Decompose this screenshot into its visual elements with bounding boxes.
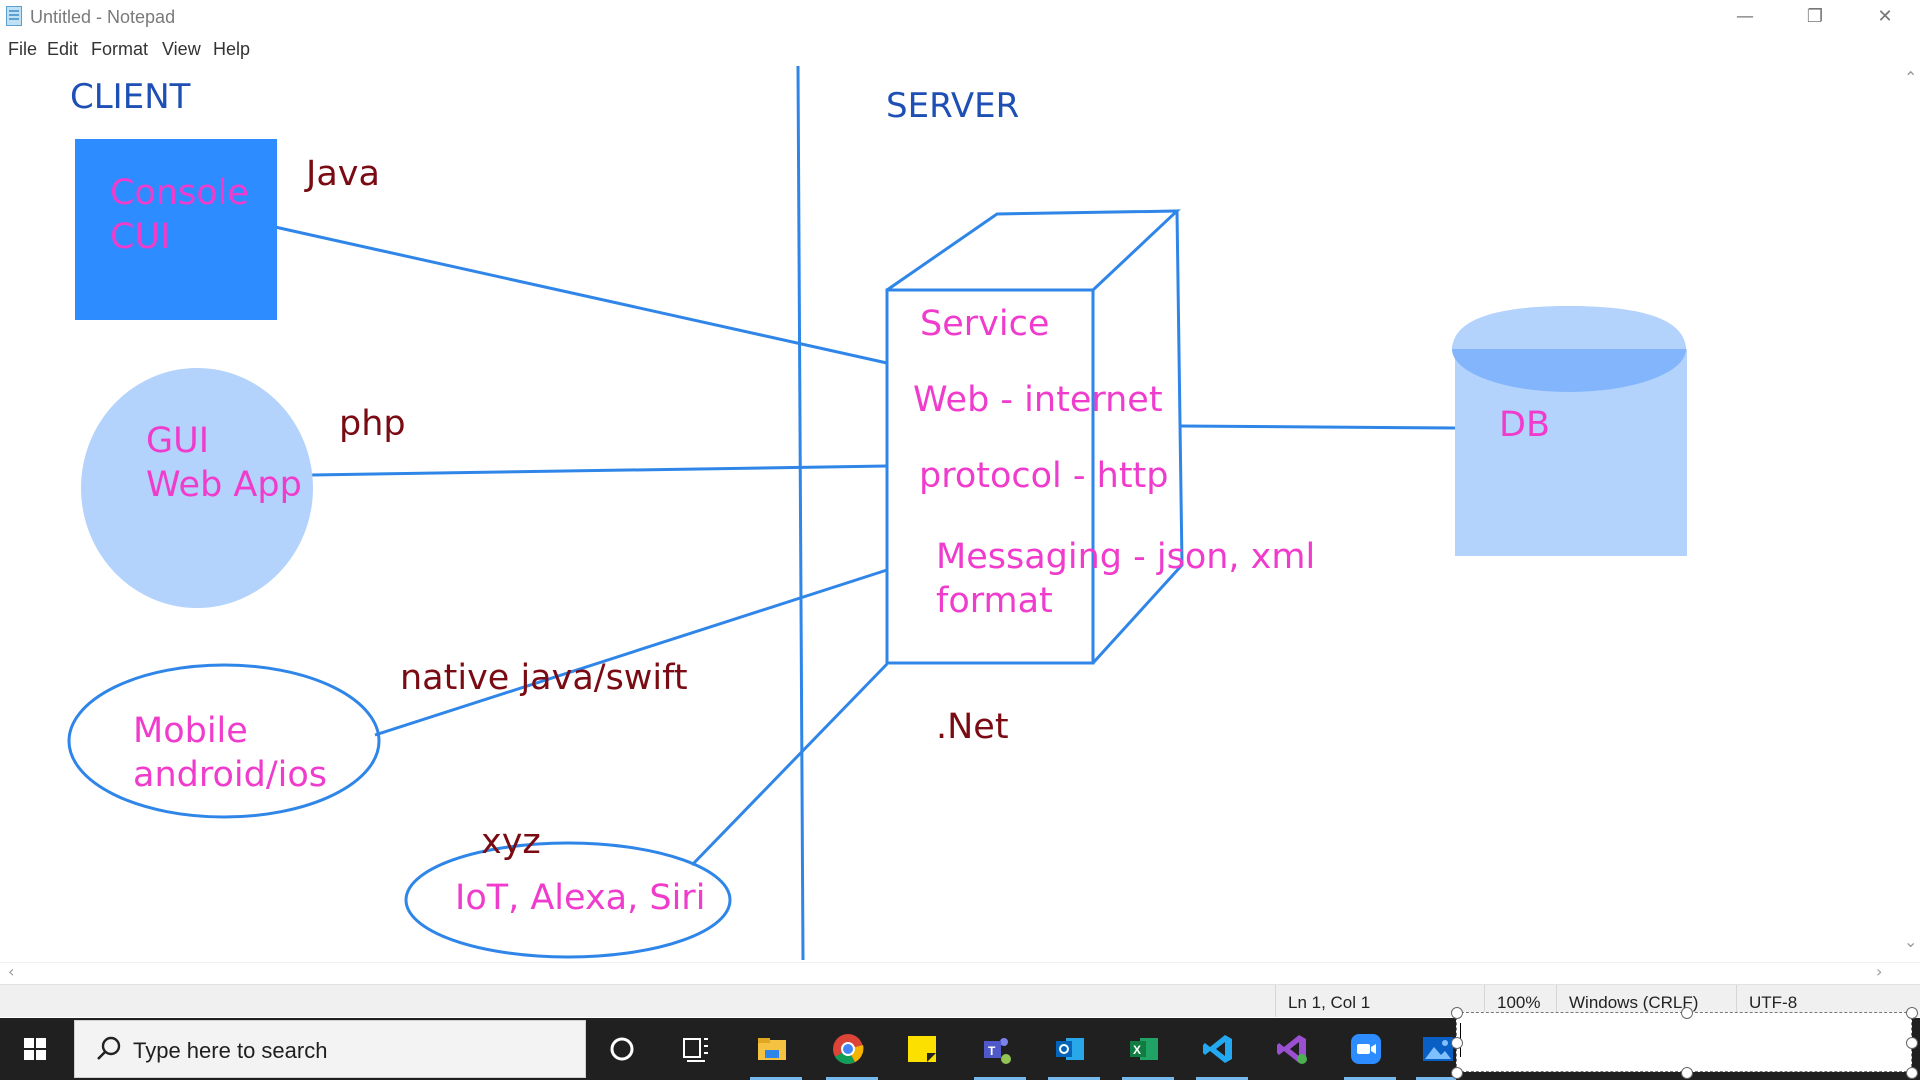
mobile-label-line1: Mobile xyxy=(133,711,248,751)
dotnet-label: .Net xyxy=(936,707,1009,747)
native-label: native java/swift xyxy=(400,658,688,698)
client-server-diagram: CLIENT SERVER Console CUI Java GUI Web A… xyxy=(67,65,1687,961)
restore-button[interactable]: ❐ xyxy=(1806,6,1824,27)
windows-logo-pane xyxy=(24,1050,34,1060)
running-indicator xyxy=(750,1077,802,1080)
menu-format[interactable]: Format xyxy=(91,39,149,59)
gui-label-line2: Web App xyxy=(146,465,302,505)
running-indicator xyxy=(1196,1077,1248,1080)
sticky-notes-icon[interactable] xyxy=(905,1032,939,1066)
status-line-ending: Windows (CRLF) xyxy=(1556,985,1709,1017)
window-title: Untitled - Notepad xyxy=(30,7,176,27)
close-button[interactable]: ✕ xyxy=(1877,6,1893,27)
start-button[interactable] xyxy=(0,1018,72,1080)
taskbar-search-box[interactable]: Type here to search xyxy=(74,1020,586,1078)
windows-logo-pane xyxy=(36,1050,46,1060)
scroll-up-icon[interactable]: ⌃ xyxy=(1904,68,1918,87)
scroll-down-icon[interactable]: ⌄ xyxy=(1904,932,1918,951)
scroll-left-icon[interactable]: ‹ xyxy=(8,962,15,981)
teams-icon[interactable]: T xyxy=(979,1032,1013,1066)
running-indicator xyxy=(1122,1077,1174,1080)
search-icon xyxy=(97,1036,121,1060)
photos-icon[interactable] xyxy=(1421,1032,1455,1066)
excel-icon[interactable]: X xyxy=(1127,1032,1161,1066)
notepad-editor-area[interactable]: CLIENT SERVER Console CUI Java GUI Web A… xyxy=(0,64,1900,962)
search-placeholder: Type here to search xyxy=(133,1038,328,1063)
console-connector xyxy=(274,225,888,365)
menu-edit[interactable]: Edit xyxy=(47,39,79,59)
resize-handle[interactable] xyxy=(1451,1067,1463,1079)
resize-handle[interactable] xyxy=(1906,1007,1918,1019)
cortana-icon[interactable] xyxy=(605,1032,639,1066)
gui-circle xyxy=(81,368,313,608)
resize-handle[interactable] xyxy=(1906,1067,1918,1079)
visual-studio-icon[interactable] xyxy=(1275,1032,1309,1066)
notepad-icon xyxy=(6,6,22,26)
file-explorer-icon[interactable] xyxy=(755,1032,789,1066)
resize-handle[interactable] xyxy=(1451,1037,1463,1049)
resize-handle[interactable] xyxy=(1451,1007,1463,1019)
task-view-icon[interactable] xyxy=(679,1032,713,1066)
menu-bar: File Edit Format View Help xyxy=(0,36,1920,62)
status-cursor-position: Ln 1, Col 1 xyxy=(1275,985,1488,1017)
php-label: php xyxy=(339,404,406,444)
gui-label-line1: GUI xyxy=(146,421,209,461)
iot-connector xyxy=(690,662,889,867)
outlook-icon[interactable] xyxy=(1053,1032,1087,1066)
horizontal-scrollbar[interactable]: ‹ › xyxy=(0,962,1920,983)
server-heading: SERVER xyxy=(886,86,1019,126)
svg-text:T: T xyxy=(988,1044,996,1058)
status-zoom: 100% xyxy=(1484,985,1557,1017)
running-indicator xyxy=(1416,1077,1456,1080)
database-cylinder xyxy=(1452,306,1687,556)
running-indicator xyxy=(974,1077,1026,1080)
menu-view[interactable]: View xyxy=(162,39,201,59)
svg-text:X: X xyxy=(1133,1043,1141,1057)
iot-ellipse xyxy=(404,841,732,959)
chrome-icon[interactable] xyxy=(831,1032,865,1066)
title-bar: Untitled - Notepad — ❐ ✕ xyxy=(0,0,1920,34)
mobile-ellipse xyxy=(67,663,381,819)
gui-connector xyxy=(311,464,888,477)
server-box xyxy=(885,209,1184,665)
java-label: Java xyxy=(304,154,380,194)
iot-label: IoT, Alexa, Siri xyxy=(455,878,705,918)
service-label: Service xyxy=(920,304,1049,344)
vscode-icon[interactable] xyxy=(1201,1032,1235,1066)
mobile-label-line2: android/ios xyxy=(133,755,327,795)
selection-box[interactable] xyxy=(1456,1012,1912,1072)
resize-handle[interactable] xyxy=(1681,1067,1693,1079)
web-internet-label: Web - internet xyxy=(913,380,1163,420)
status-bar: Ln 1, Col 1 100% Windows (CRLF) UTF-8 xyxy=(0,984,1920,1017)
menu-file[interactable]: File xyxy=(8,39,38,59)
status-encoding: UTF-8 xyxy=(1736,985,1869,1017)
xyz-label: xyz xyxy=(481,822,541,862)
messaging-label-line1: Messaging - json, xml xyxy=(936,537,1315,577)
messaging-label-line2: format xyxy=(936,581,1053,621)
menu-help[interactable]: Help xyxy=(213,39,251,59)
mobile-connector xyxy=(374,568,888,737)
running-indicator xyxy=(1048,1077,1100,1080)
zoom-icon[interactable] xyxy=(1349,1032,1383,1066)
vertical-scrollbar[interactable]: ⌃ ⌄ xyxy=(1900,64,1920,962)
resize-handle[interactable] xyxy=(1681,1007,1693,1019)
scroll-right-icon[interactable]: › xyxy=(1876,962,1883,981)
minimize-button[interactable]: — xyxy=(1736,6,1754,27)
client-server-divider xyxy=(796,65,805,961)
running-indicator xyxy=(1344,1077,1396,1080)
console-label-line2: CUI xyxy=(110,217,170,257)
resize-handle[interactable] xyxy=(1906,1037,1918,1049)
running-indicator xyxy=(826,1077,878,1080)
protocol-label: protocol - http xyxy=(919,456,1169,496)
console-box xyxy=(75,139,277,320)
windows-logo-pane xyxy=(36,1038,46,1048)
db-connector xyxy=(1179,424,1457,430)
windows-logo-icon xyxy=(24,1038,34,1048)
console-label-line1: Console xyxy=(110,173,249,213)
client-heading: CLIENT xyxy=(70,77,191,117)
db-label: DB xyxy=(1499,405,1550,445)
